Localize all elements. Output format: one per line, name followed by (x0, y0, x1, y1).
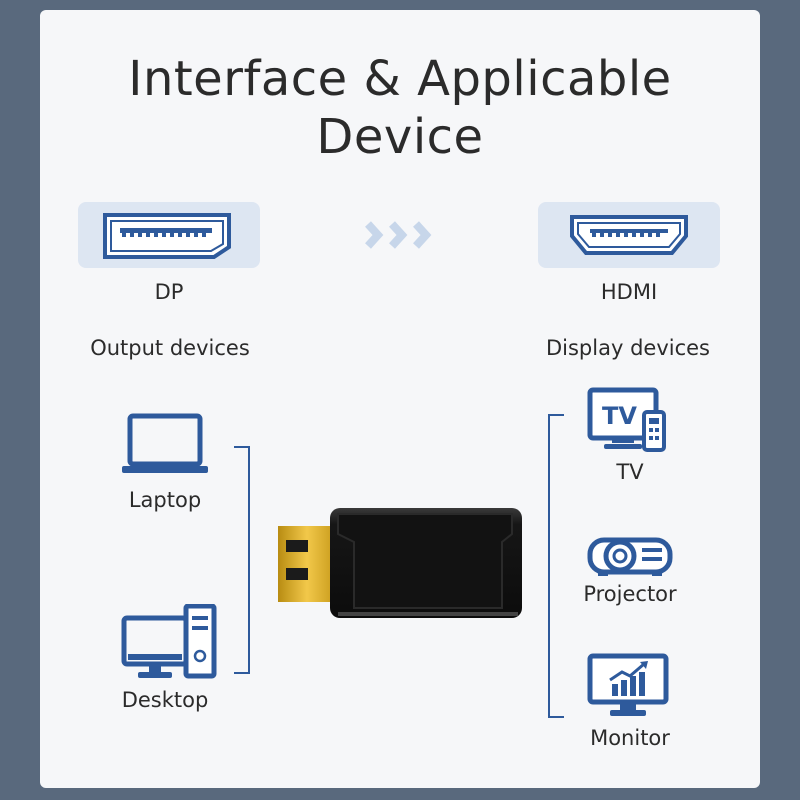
tv-icon-text: TV (602, 402, 637, 430)
tv-icon: TV (587, 387, 666, 452)
device-label-laptop: Laptop (128, 488, 202, 512)
product-card: Interface & Applicable Device (40, 10, 760, 788)
desktop-icon (121, 604, 217, 679)
device-label-tv: TV (616, 460, 644, 484)
laptop-icon (122, 413, 208, 473)
dp-to-hdmi-adapter-image (278, 508, 522, 618)
chevron-arrows-icon (365, 221, 432, 249)
monitor-icon (587, 653, 669, 716)
dp-port-box (78, 202, 260, 268)
device-label-monitor: Monitor (590, 726, 670, 750)
hdmi-label: HDMI (600, 280, 658, 304)
dp-label: DP (154, 280, 184, 304)
device-label-projector: Projector (583, 582, 677, 606)
hdmi-icon (570, 215, 688, 255)
projector-icon (587, 537, 673, 576)
output-devices-label: Output devices (90, 336, 250, 360)
device-label-desktop: Desktop (121, 688, 209, 712)
output-bracket (234, 446, 250, 674)
display-bracket (548, 414, 564, 718)
page-title: Interface & Applicable Device (128, 51, 672, 165)
display-devices-label: Display devices (545, 336, 710, 360)
hdmi-port-box (538, 202, 720, 268)
displayport-icon (103, 213, 231, 259)
